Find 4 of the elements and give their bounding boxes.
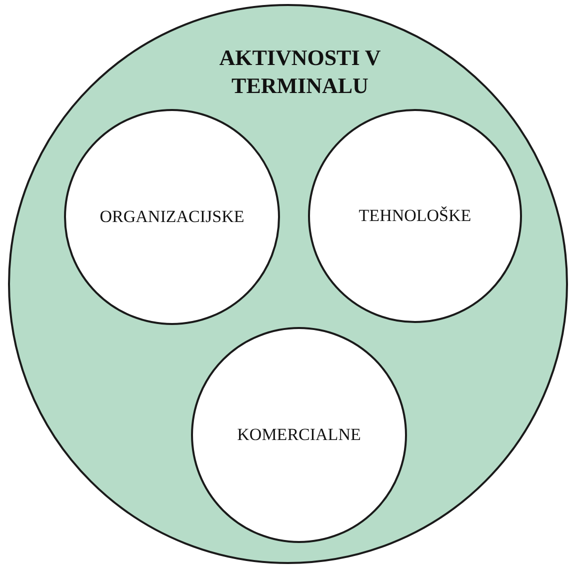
group-heading: AKTIVNOSTI V TERMINALU [218,44,382,100]
category-label: KOMERCIALNE [237,425,361,445]
category-label: TEHNOLOŠKE [358,206,472,226]
category-label: ORGANIZACIJSKE [100,207,244,227]
